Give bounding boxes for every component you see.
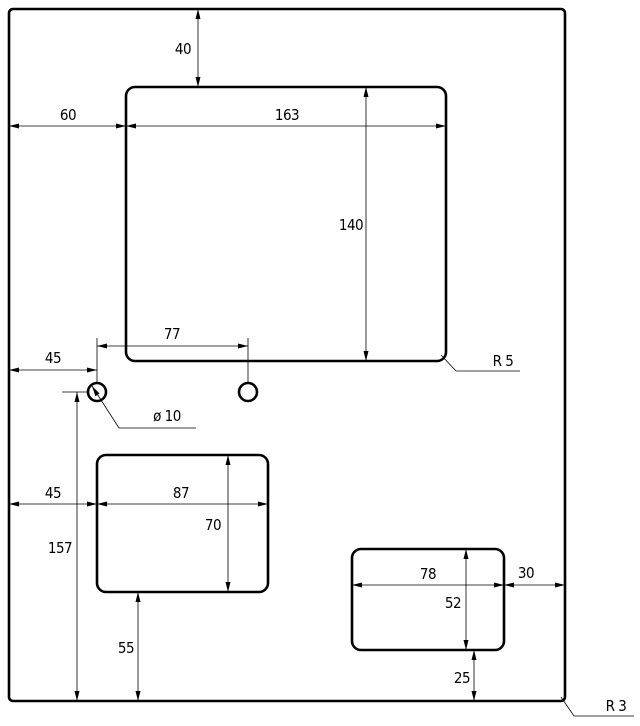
left-opening-height-label: 70 xyxy=(205,516,221,534)
large-opening-width-label: 163 xyxy=(275,106,299,124)
right-opening-height-label: 52 xyxy=(445,594,461,612)
top-offset-label: 40 xyxy=(175,40,191,58)
right-opening-offset-label: 30 xyxy=(518,564,534,582)
plate-radius-label: R 3 xyxy=(606,697,627,715)
hole-left-offset-label: 45 xyxy=(45,349,61,367)
hole-height-label: 157 xyxy=(48,539,72,557)
large-opening xyxy=(124,85,448,363)
hole-diameter-label: ø 10 xyxy=(153,407,181,425)
hole-spacing-label: 77 xyxy=(164,325,180,343)
large-opening-radius-label: R 5 xyxy=(493,352,514,370)
left-offset-label: 60 xyxy=(60,106,76,124)
plate-outline xyxy=(7,7,567,703)
right-opening-width-label: 78 xyxy=(420,565,436,583)
hole-right xyxy=(237,381,259,403)
dimension-arrows xyxy=(9,9,565,701)
left-opening-offset-label: 45 xyxy=(45,484,61,502)
left-opening-width-label: 87 xyxy=(173,484,189,502)
right-opening xyxy=(350,547,506,652)
left-opening-bottom-label: 55 xyxy=(118,639,134,657)
dimension-lines xyxy=(9,9,634,717)
large-opening-height-label: 140 xyxy=(339,216,363,234)
left-opening xyxy=(95,453,270,594)
right-opening-bottom-label: 25 xyxy=(454,669,470,687)
